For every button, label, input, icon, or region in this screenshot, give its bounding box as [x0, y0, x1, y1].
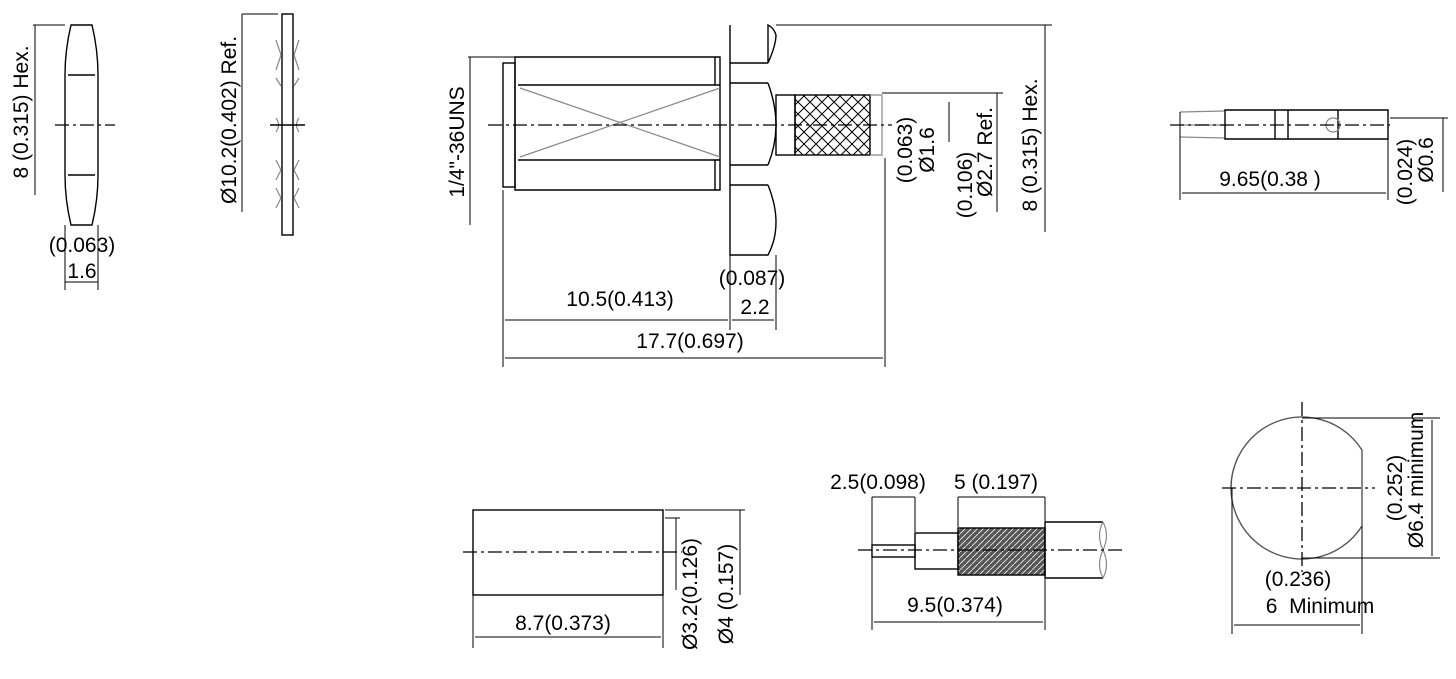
panel-cutout: (0.252) Ø6.4 minimum (0.236) 6 Minimum — [1222, 402, 1440, 634]
pin-dia-mm: Ø0.6 — [1415, 137, 1438, 183]
cable-braid — [957, 527, 1046, 576]
ferrule-outer-dia: Ø4 (0.157) — [715, 544, 738, 644]
pin-dia-in: (0.024) — [1394, 139, 1417, 206]
hex-width-mm: 2.2 — [740, 296, 769, 319]
cable-strip: 2.5(0.098) 5 (0.197) 9.5(0.374) — [830, 471, 1122, 630]
cutout-width-in: (0.236) — [1265, 568, 1332, 591]
connector-body: 1/4"-36UNS 8 (0.315) Hex. (0.106) Ø2.7 R… — [446, 23, 1052, 367]
body-hex-label: 8 (0.315) Hex. — [1019, 78, 1042, 211]
outer-dia-in: (0.106) — [954, 152, 977, 219]
hex-nut: 8 (0.315) Hex. (0.063) 1.6 — [10, 24, 116, 290]
cutout-height-mm: Ø6.4 minimum — [1405, 412, 1428, 549]
center-strip-label: 2.5(0.098) — [830, 471, 926, 494]
cutout-width-mm: 6 Minimum — [1266, 595, 1375, 618]
hex-nut-thickness-mm: 1.6 — [67, 260, 96, 283]
overall-length-label: 17.7(0.697) — [636, 330, 743, 353]
thread-length-label: 10.5(0.413) — [566, 288, 673, 311]
hex-nut-size-label: 8 (0.315) Hex. — [10, 45, 33, 178]
hex-nut-thickness-in: (0.063) — [49, 234, 116, 257]
pin-length-label: 9.65(0.38 ) — [1219, 168, 1321, 191]
total-strip-label: 9.5(0.374) — [907, 594, 1003, 617]
ferrule-inner-dia: Ø3.2(0.126) — [679, 538, 702, 650]
outer-dia-mm: Ø2.7 Ref. — [974, 107, 997, 197]
thread-spec-label: 1/4"-36UNS — [446, 86, 469, 197]
contact-pin: 9.65(0.38 ) (0.024) Ø0.6 — [1170, 109, 1448, 206]
crimp-ferrule: 8.7(0.373) Ø3.2(0.126) Ø4 (0.157) — [463, 509, 745, 650]
cutout-height-in: (0.252) — [1384, 455, 1407, 522]
braid-strip-label: 5 (0.197) — [954, 471, 1038, 494]
hex-width-in: (0.087) — [719, 267, 786, 290]
inner-dia-mm: Ø1.6 — [916, 127, 939, 173]
ferrule-length-label: 8.7(0.373) — [515, 612, 611, 635]
inner-dia-in: (0.063) — [894, 117, 917, 184]
lock-washer: Ø10.2(0.402) Ref. — [218, 13, 305, 236]
washer-diameter-label: Ø10.2(0.402) Ref. — [218, 36, 241, 204]
